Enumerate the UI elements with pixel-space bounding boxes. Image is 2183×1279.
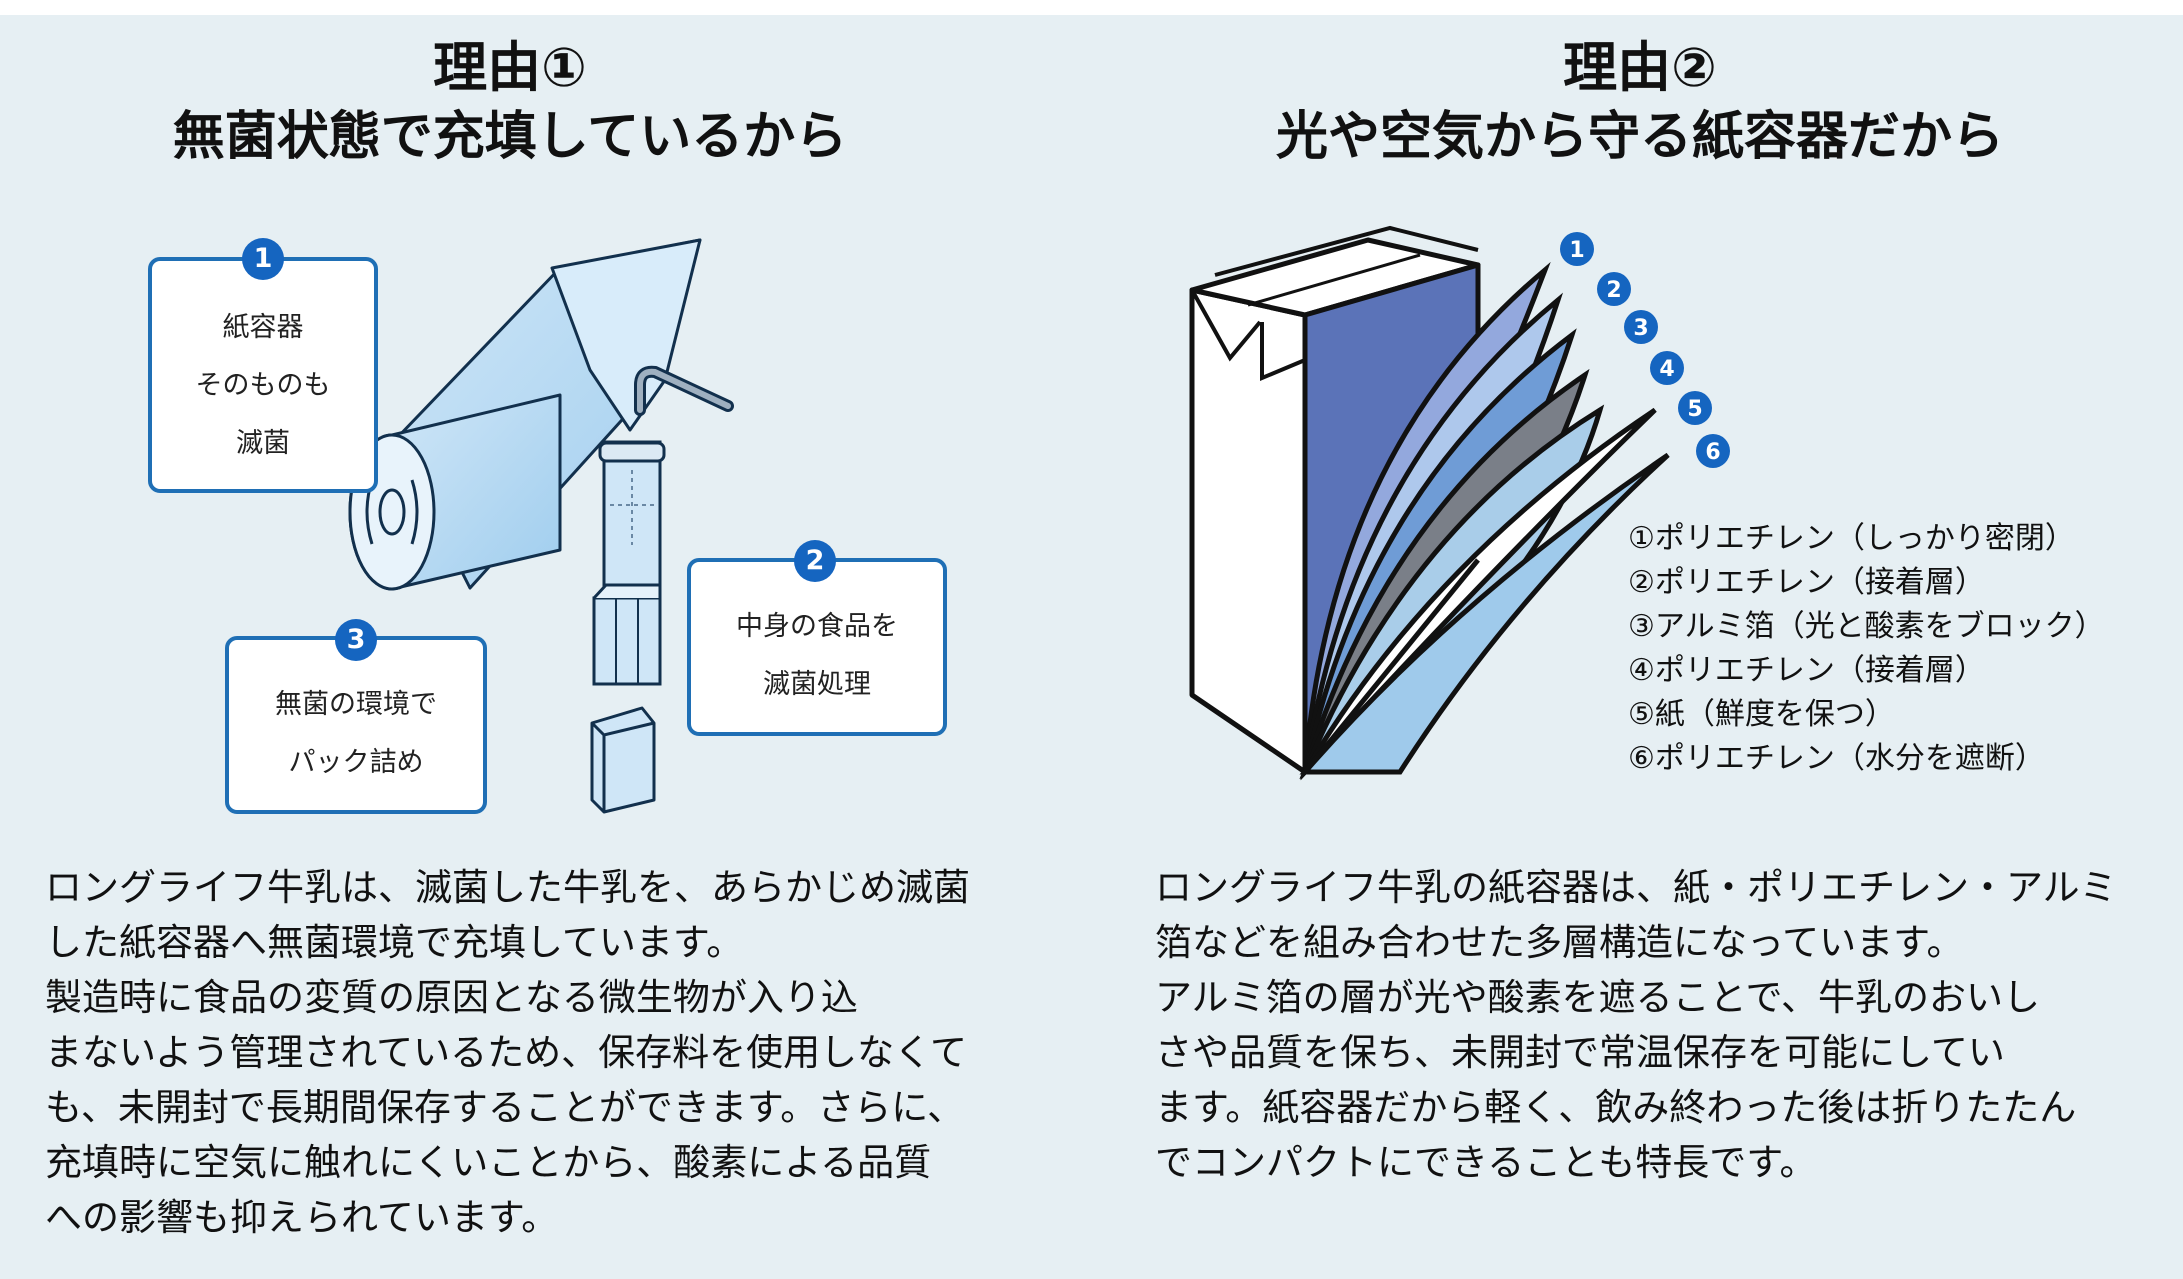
callout-number-badge: 3 [335,619,377,661]
layer-item: ⑤紙（鮮度を保つ） [1628,697,1895,732]
body-line: ロングライフ牛乳の紙容器は、紙・ポリエチレン・アルミ [1155,866,2117,909]
callout-line: そのものも [195,370,331,401]
layer-number-label: 3 [1633,316,1648,341]
layer-number-badge [1597,272,1631,306]
callout-line: 無菌の環境で [275,689,437,720]
layer-item: ③アルミ箔（光と酸素をブロック） [1628,609,2105,644]
carton-layers-illustration [1189,225,1670,781]
reason1-subheading: 無菌状態で充填しているから [172,107,848,167]
reason2-subheading: 光や空気から守る紙容器だから [1275,107,2004,167]
callout-line: 滅菌 [236,428,290,459]
reason1-title: 理由① 無菌状態で充填しているから [60,35,960,173]
reason1-body: ロングライフ牛乳は、滅菌した牛乳を、あらかじめ滅菌 した紙容器へ無菌環境で充填し… [45,860,1025,1245]
layer-item: ②ポリエチレン（接着層） [1628,565,1985,600]
body-line: 箔などを組み合わせた多層構造になっています。 [1155,921,1964,964]
layers-legend: ①ポリエチレン（しっかり密閉） ②ポリエチレン（接着層） ③アルミ箔（光と酸素を… [1628,517,2105,781]
reason2-title: 理由② 光や空気から守る紙容器だから [1180,35,2100,173]
reason2-body: ロングライフ牛乳の紙容器は、紙・ポリエチレン・アルミ 箔などを組み合わせた多層構… [1155,860,2145,1190]
callout-number-badge: 1 [242,238,284,280]
reason1-heading: 理由① [433,36,587,99]
body-line: まないよう管理されているため、保存料を使用しなくて [45,1031,968,1074]
callout-line: 滅菌処理 [763,669,871,700]
layer-number-label: 1 [1569,238,1584,263]
body-line: した紙容器へ無菌環境で充填しています。 [45,921,744,964]
layer-number-badge [1560,232,1594,266]
layer-item: ④ポリエチレン（接着層） [1628,653,1985,688]
layer-item: ⑥ポリエチレン（水分を遮断） [1628,741,2045,776]
layer-number-badge [1696,434,1730,468]
layer-number-label: 2 [1606,278,1621,303]
layer-number-badge [1650,351,1684,385]
body-line: アルミ箔の層が光や酸素を遮ることで、牛乳のおいし [1155,976,2041,1019]
body-line: も、未開封で長期間保存することができます。さらに、 [45,1086,965,1129]
body-line: への影響も抑えられています。 [45,1196,559,1239]
body-line: 充填時に空気に触れにくいことから、酸素による品質 [45,1141,932,1184]
aseptic-filling-illustration [348,238,734,814]
callout-sterilized-container: 紙容器 そのものも 滅菌 [148,257,378,493]
layer-number-badge [1678,391,1712,425]
body-line: 製造時に食品の変質の原因となる微生物が入り込 [45,976,858,1019]
reason2-heading: 理由② [1563,36,1717,99]
callout-sterilized-food: 中身の食品を 滅菌処理 [687,558,947,736]
callout-line: パック詰め [288,747,424,778]
body-line: さや品質を保ち、未開封で常温保存を可能にしてい [1155,1031,2005,1074]
body-line: ます。紙容器だから軽く、飲み終わった後は折りたたん [1155,1086,2077,1129]
body-line: でコンパクトにできることも特長です。 [1155,1141,1817,1184]
callout-aseptic-packing: 無菌の環境で パック詰め [225,636,487,814]
layer-number-badge [1624,310,1658,344]
layer-number-label: 5 [1687,397,1702,422]
layer-number-label: 4 [1659,357,1674,382]
body-line: ロングライフ牛乳は、滅菌した牛乳を、あらかじめ滅菌 [45,866,970,909]
layer-item: ①ポリエチレン（しっかり密閉） [1628,521,2075,556]
layer-number-label: 6 [1705,440,1720,465]
callout-line: 中身の食品を [736,611,898,642]
callout-number-badge: 2 [794,540,836,582]
callout-line: 紙容器 [222,312,304,343]
